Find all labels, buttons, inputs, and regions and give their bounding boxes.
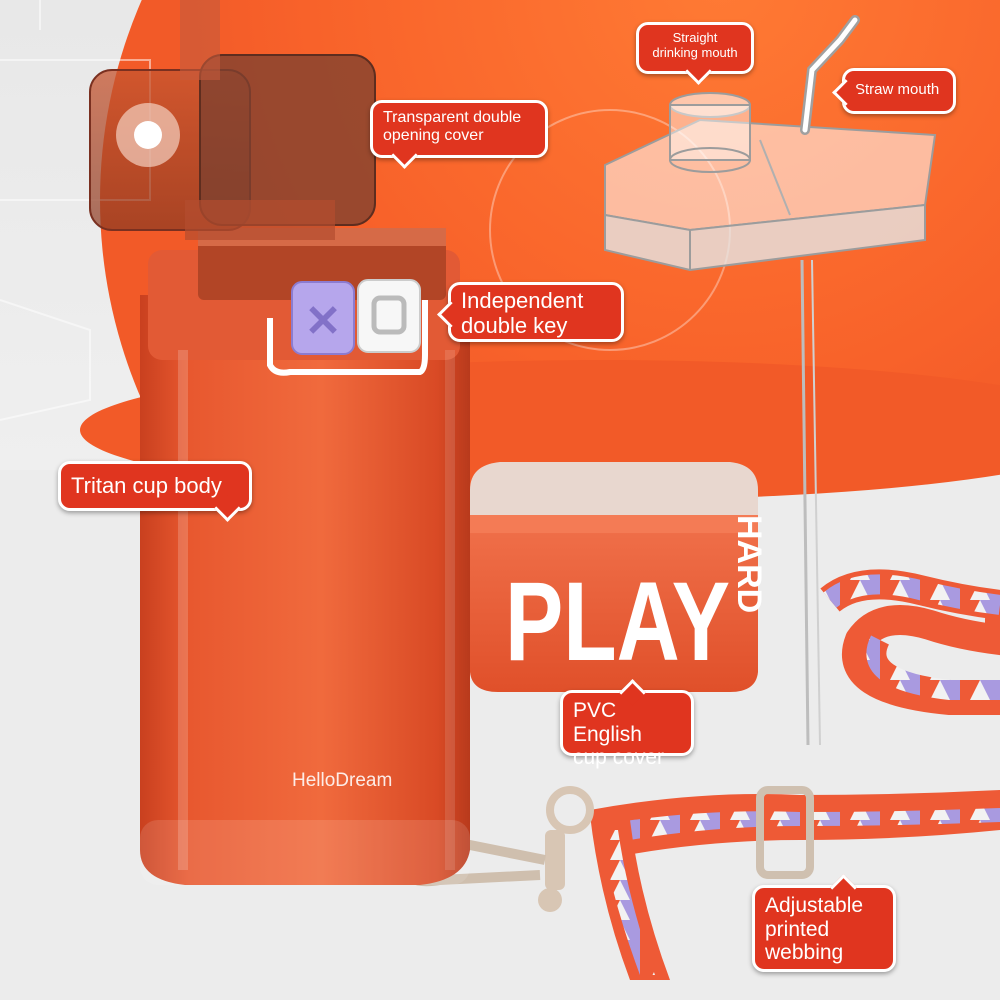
straw-tube-left (800, 259, 810, 746)
callout-straw-mouth: Straw mouth (832, 68, 956, 114)
adjustable-strap (590, 569, 1000, 980)
callout-cup-body-label: Tritan cup body (71, 473, 222, 498)
callout-straw-mouth-label: Straw mouth (855, 81, 940, 98)
callout-transparent-cover-label: Transparent double opening cover (383, 109, 522, 144)
pvc-cup-cover (470, 462, 758, 692)
callout-straight-mouth-label: Straight drinking mouth (652, 30, 738, 60)
transparent-lid-accessory (604, 15, 937, 272)
callout-english-cover: PVC English cup cover (560, 679, 694, 769)
cover-play-text: PLAY (505, 559, 730, 684)
brand-label: HelloDream (292, 770, 392, 791)
callout-double-key: Independent double key (437, 282, 624, 342)
callout-double-key-label: Independent double key (461, 288, 584, 338)
cover-hard-text: HARD (730, 515, 768, 613)
callout-cup-body: Tritan cup body (58, 461, 252, 522)
callout-webbing-label: Adjustable printed webbing (765, 894, 864, 965)
callout-english-cover-label: PVC English cup cover (573, 699, 665, 770)
callout-webbing: Adjustable printed webbing (752, 874, 896, 972)
straw-tube-right (811, 259, 821, 746)
svg-text:✕: ✕ (305, 297, 342, 346)
flip-lid (89, 0, 376, 240)
callout-straight-mouth: Straight drinking mouth (636, 22, 754, 85)
double-key: ✕ (267, 279, 428, 376)
callout-transparent-cover: Transparent double opening cover (370, 100, 548, 169)
